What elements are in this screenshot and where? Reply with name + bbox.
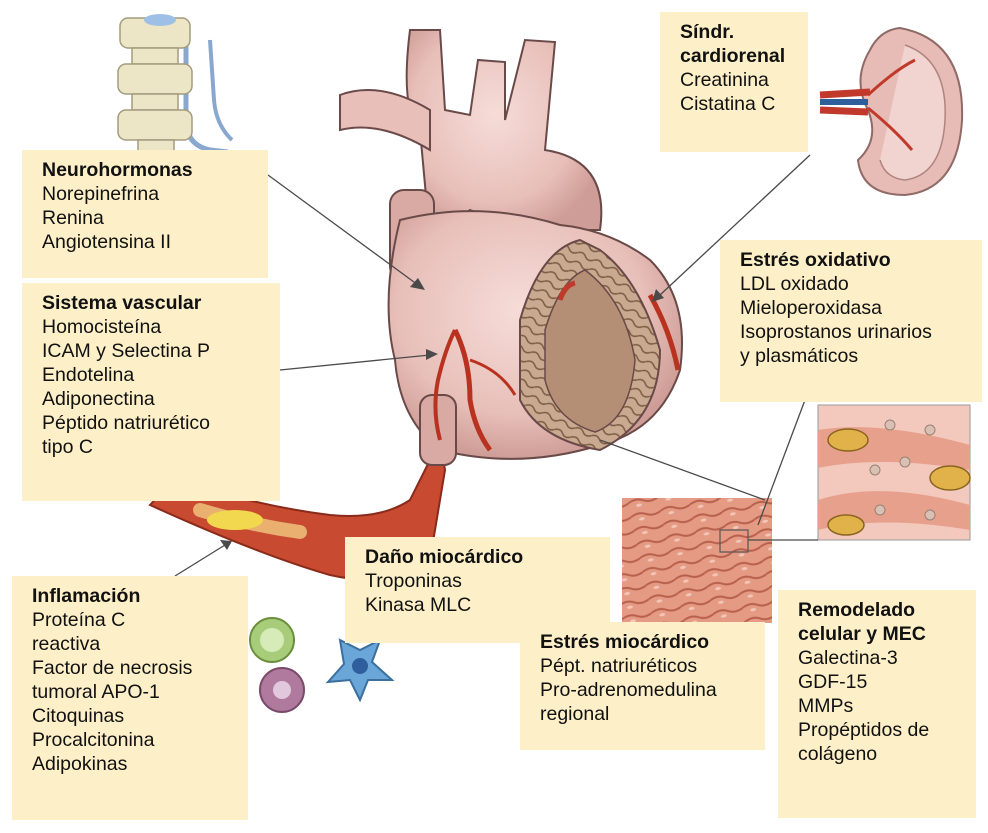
remodelado-box: Remodelado celular y MEC Galectina-3 GDF…	[778, 590, 976, 818]
spine-illustration	[118, 14, 232, 152]
inflamacion-item: reactiva	[32, 632, 236, 656]
inflamacion-item: Adipokinas	[32, 752, 236, 776]
neurohormonas-title: Neurohormonas	[42, 158, 256, 182]
remodelado-item: MMPs	[798, 694, 964, 718]
estres-oxidativo-item: LDL oxidado	[740, 272, 970, 296]
heart-illustration	[340, 30, 682, 465]
estres-oxidativo-title: Estrés oxidativo	[740, 248, 970, 272]
cardiorenal-item: Creatinina	[680, 68, 796, 92]
inflamacion-item: Proteína C	[32, 608, 236, 632]
cardiorenal-item: Cistatina C	[680, 92, 796, 116]
cardiorenal-title: cardiorenal	[680, 44, 796, 68]
cell-magnified-illustration	[818, 405, 970, 540]
kidney-illustration	[820, 28, 962, 195]
neurohormonas-item: Angiotensina II	[42, 230, 256, 254]
sistema-vascular-item: Endotelina	[42, 363, 268, 387]
sistema-vascular-title: Sistema vascular	[42, 291, 268, 315]
estres-miocardico-item: regional	[540, 702, 753, 726]
inflamacion-title: Inflamación	[32, 584, 236, 608]
dano-miocardico-item: Kinasa MLC	[365, 593, 598, 617]
sistema-vascular-item: tipo C	[42, 435, 268, 459]
inflamacion-item: Citoquinas	[32, 704, 236, 728]
neurohormonas-item: Renina	[42, 206, 256, 230]
sistema-vascular-item: Adiponectina	[42, 387, 268, 411]
estres-oxidativo-box: Estrés oxidativo LDL oxidado Mieloperoxi…	[720, 240, 982, 402]
inflamacion-item: Factor de necrosis	[32, 656, 236, 680]
myocardium-tissue-illustration	[622, 498, 772, 623]
remodelado-title: celular y MEC	[798, 622, 964, 646]
inflamacion-item: tumoral APO-1	[32, 680, 236, 704]
estres-oxidativo-item: Isoprostanos urinarios	[740, 320, 970, 344]
estres-oxidativo-item: y plasmáticos	[740, 344, 970, 368]
cardiorenal-title: Síndr.	[680, 20, 796, 44]
cardiorenal-box: Síndr. cardiorenal Creatinina Cistatina …	[660, 12, 808, 152]
neurohormonas-item: Norepinefrina	[42, 182, 256, 206]
estres-miocardico-title: Estrés miocárdico	[540, 630, 753, 654]
remodelado-item: Galectina-3	[798, 646, 964, 670]
neurohormonas-box: Neurohormonas Norepinefrina Renina Angio…	[22, 150, 268, 278]
remodelado-item: Propéptidos de	[798, 718, 964, 742]
estres-miocardico-item: Pépt. natriuréticos	[540, 654, 753, 678]
sistema-vascular-item: Péptido natriurético	[42, 411, 268, 435]
remodelado-item: colágeno	[798, 742, 964, 766]
sistema-vascular-item: Homocisteína	[42, 315, 268, 339]
estres-oxidativo-item: Mieloperoxidasa	[740, 296, 970, 320]
dano-miocardico-title: Daño miocárdico	[365, 545, 598, 569]
sistema-vascular-item: ICAM y Selectina P	[42, 339, 268, 363]
remodelado-item: GDF-15	[798, 670, 964, 694]
estres-miocardico-item: Pro-adrenomedulina	[540, 678, 753, 702]
inflamacion-box: Inflamación Proteína C reactiva Factor d…	[12, 576, 248, 820]
sistema-vascular-box: Sistema vascular Homocisteína ICAM y Sel…	[22, 283, 280, 501]
estres-miocardico-box: Estrés miocárdico Pépt. natriuréticos Pr…	[520, 622, 765, 750]
remodelado-title: Remodelado	[798, 598, 964, 622]
dano-miocardico-item: Troponinas	[365, 569, 598, 593]
inflamacion-item: Procalcitonina	[32, 728, 236, 752]
